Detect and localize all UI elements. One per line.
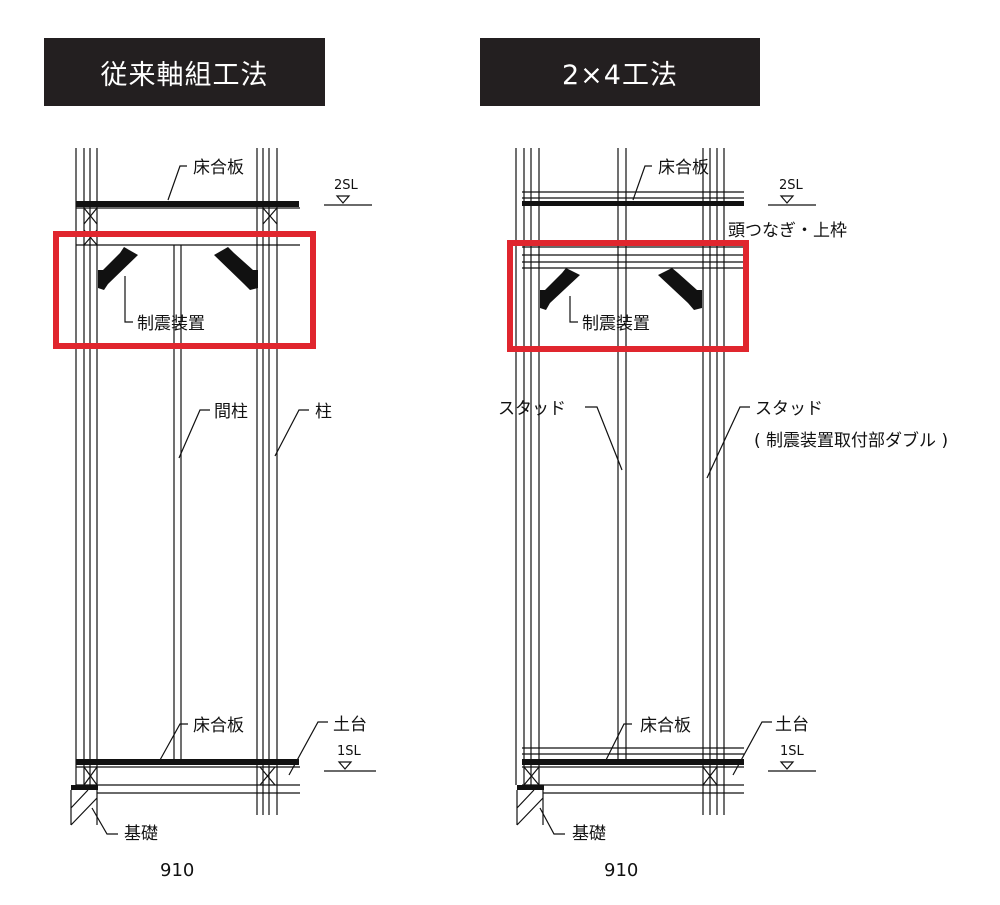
right-leaders [539,165,816,835]
damper-bracket-left [540,268,580,310]
damper-bracket-right [214,247,258,290]
right-floor-bottom-label: 床合板 [640,716,691,736]
left-damper-devices [98,247,258,290]
lower-floor-board [76,759,299,765]
damper-bracket-right [658,268,702,310]
right-damper-devices [540,268,702,310]
sill-cross [83,766,276,786]
right-stud-right-label: スタッド [755,399,823,419]
left-panel-title: 従来軸組工法 [44,38,325,106]
left-floors [71,201,299,790]
foundation-cap [517,785,544,790]
foundation-hatch [516,789,544,826]
upper-floor-board [76,201,299,207]
right-stud-left-label: スタッド [498,399,566,419]
foundation-cap [71,785,98,790]
right-level-bottom-label: 1SL [780,744,805,759]
left-intermediate-post-label: 間柱 [214,402,248,422]
left-dimension-label: 910 [160,860,194,881]
foundation-hatch [70,789,98,826]
right-floors [517,201,744,790]
left-sill-label: 土台 [333,715,367,735]
damper-bracket-left [98,247,138,290]
damper-highlight-box [53,231,316,349]
damper-highlight-box [507,240,749,352]
left-floor-top-label: 床合板 [193,158,244,178]
right-top-plate-label: 頭つなぎ・上枠 [728,221,847,241]
upper-floor-board [522,201,744,206]
left-floor-bottom-label: 床合板 [193,716,244,736]
right-stud-note-label: ( 制震装置取付部ダブル ) [754,430,948,451]
right-dimension-label: 910 [604,860,638,881]
right-level-top-label: 2SL [779,178,804,193]
lower-floor-board [522,759,744,765]
right-sill-label: 土台 [775,715,809,735]
right-framing [515,148,744,826]
right-foundation-label: 基礎 [572,824,606,844]
left-leaders [91,165,376,835]
left-foundation-label: 基礎 [124,824,158,844]
left-damper-label: 制震装置 [137,314,205,334]
left-post-label: 柱 [315,402,332,422]
upper-beam-cross [83,207,278,225]
left-level-top-label: 2SL [334,178,359,193]
right-damper-label: 制震装置 [582,314,650,334]
left-framing [70,148,300,826]
right-floor-top-label: 床合板 [658,158,709,178]
left-level-bottom-label: 1SL [337,744,362,759]
right-panel-title: 2×4工法 [480,38,760,106]
sill-cross [523,766,718,786]
